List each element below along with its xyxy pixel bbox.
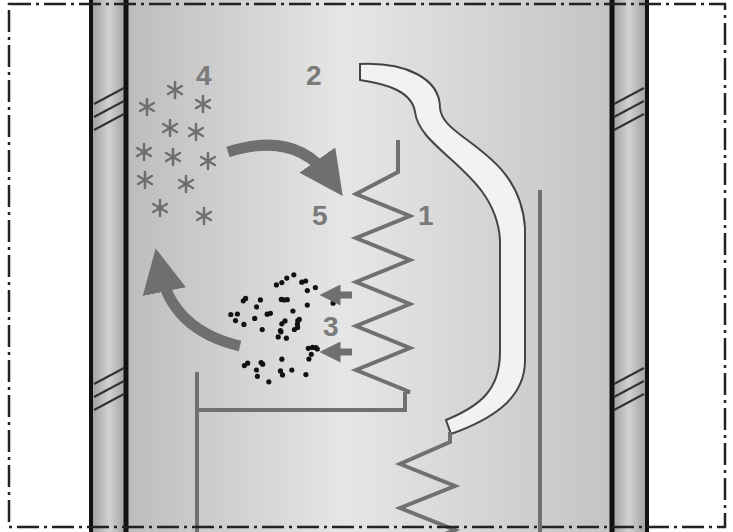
particle-dot: [299, 280, 304, 285]
particle-dot: [305, 288, 310, 293]
particle-dot: [310, 345, 315, 350]
particle-dot: [279, 280, 284, 285]
chamber: [128, 0, 612, 532]
wall-lines: [91, 0, 647, 532]
star-stroke: [168, 86, 182, 94]
particle-dot: [254, 304, 259, 309]
wall-hatching: [94, 88, 644, 410]
hatch-stroke: [94, 88, 124, 104]
star-stroke: [153, 204, 167, 212]
particle-dot: [278, 328, 283, 333]
particle-dot: [331, 301, 336, 306]
particle-dot: [260, 327, 265, 332]
star-stroke: [138, 176, 152, 184]
star-stroke: [140, 103, 154, 111]
star-stroke: [189, 128, 203, 136]
star-stroke: [163, 124, 177, 132]
star-stroke: [179, 180, 193, 188]
particle-dot: [274, 282, 279, 287]
hatch-stroke: [614, 368, 644, 384]
particle-dot: [265, 312, 270, 317]
particle-dot: [313, 285, 318, 290]
particle-dot: [284, 276, 289, 281]
particle-dot: [280, 372, 285, 377]
left-wall: [90, 0, 128, 532]
star-stroke: [137, 148, 151, 156]
callout-number: 1: [418, 202, 434, 230]
particle-dot: [228, 312, 233, 317]
heating-coil: [356, 140, 410, 392]
particle-dot: [289, 367, 294, 372]
callout-number: 4: [196, 62, 212, 90]
crop-frame: [9, 4, 725, 527]
callout-number: 3: [323, 313, 339, 341]
right-wall: [610, 0, 648, 532]
particle-dot: [297, 317, 302, 322]
vapour-stars: [137, 82, 215, 224]
star-stroke: [196, 100, 210, 108]
star-stroke: [201, 157, 215, 165]
particle-dot: [305, 303, 310, 308]
particle-dot: [276, 334, 281, 339]
star-stroke: [196, 100, 210, 108]
particle-dot: [242, 363, 247, 368]
particle-dot: [252, 316, 257, 321]
star-stroke: [166, 153, 180, 161]
lower-coil: [400, 432, 455, 532]
particle-dot: [259, 360, 264, 365]
particle-dots: [228, 272, 336, 384]
particle-dot: [290, 308, 295, 313]
particle-dot: [282, 318, 287, 323]
callout-number: 2: [306, 62, 322, 90]
star-stroke: [137, 148, 151, 156]
particle-dot: [291, 272, 296, 277]
star-stroke: [189, 128, 203, 136]
callout-number: 5: [312, 202, 328, 230]
hatch-stroke: [614, 381, 644, 397]
star-stroke: [166, 153, 180, 161]
particle-dot: [241, 322, 246, 327]
particle-dot: [266, 379, 271, 384]
star-stroke: [168, 86, 182, 94]
star-stroke: [163, 124, 177, 132]
hatch-stroke: [94, 114, 124, 130]
star-stroke: [138, 176, 152, 184]
particle-dot: [306, 356, 311, 361]
hatch-stroke: [614, 88, 644, 104]
flow-arrows: [160, 145, 352, 352]
particle-dot: [303, 372, 308, 377]
star-stroke: [197, 212, 211, 220]
particle-dot: [282, 297, 287, 302]
hatch-stroke: [614, 101, 644, 117]
hatch-stroke: [614, 394, 644, 410]
star-stroke: [153, 204, 167, 212]
star-stroke: [179, 180, 193, 188]
particle-dot: [255, 374, 260, 379]
particle-dot: [309, 352, 314, 357]
particle-dot: [233, 318, 238, 323]
hatch-stroke: [94, 368, 124, 384]
particle-dot: [235, 311, 240, 316]
hatch-stroke: [94, 394, 124, 410]
particle-dot: [284, 336, 289, 341]
particle-dot: [295, 325, 300, 330]
hatch-stroke: [94, 101, 124, 117]
hatch-stroke: [614, 114, 644, 130]
particle-dot: [243, 296, 248, 301]
hatch-stroke: [94, 381, 124, 397]
particle-dot: [254, 367, 259, 372]
particle-dot: [258, 297, 263, 302]
star-stroke: [201, 157, 215, 165]
star-stroke: [197, 212, 211, 220]
particle-dot: [279, 357, 284, 362]
star-stroke: [140, 103, 154, 111]
